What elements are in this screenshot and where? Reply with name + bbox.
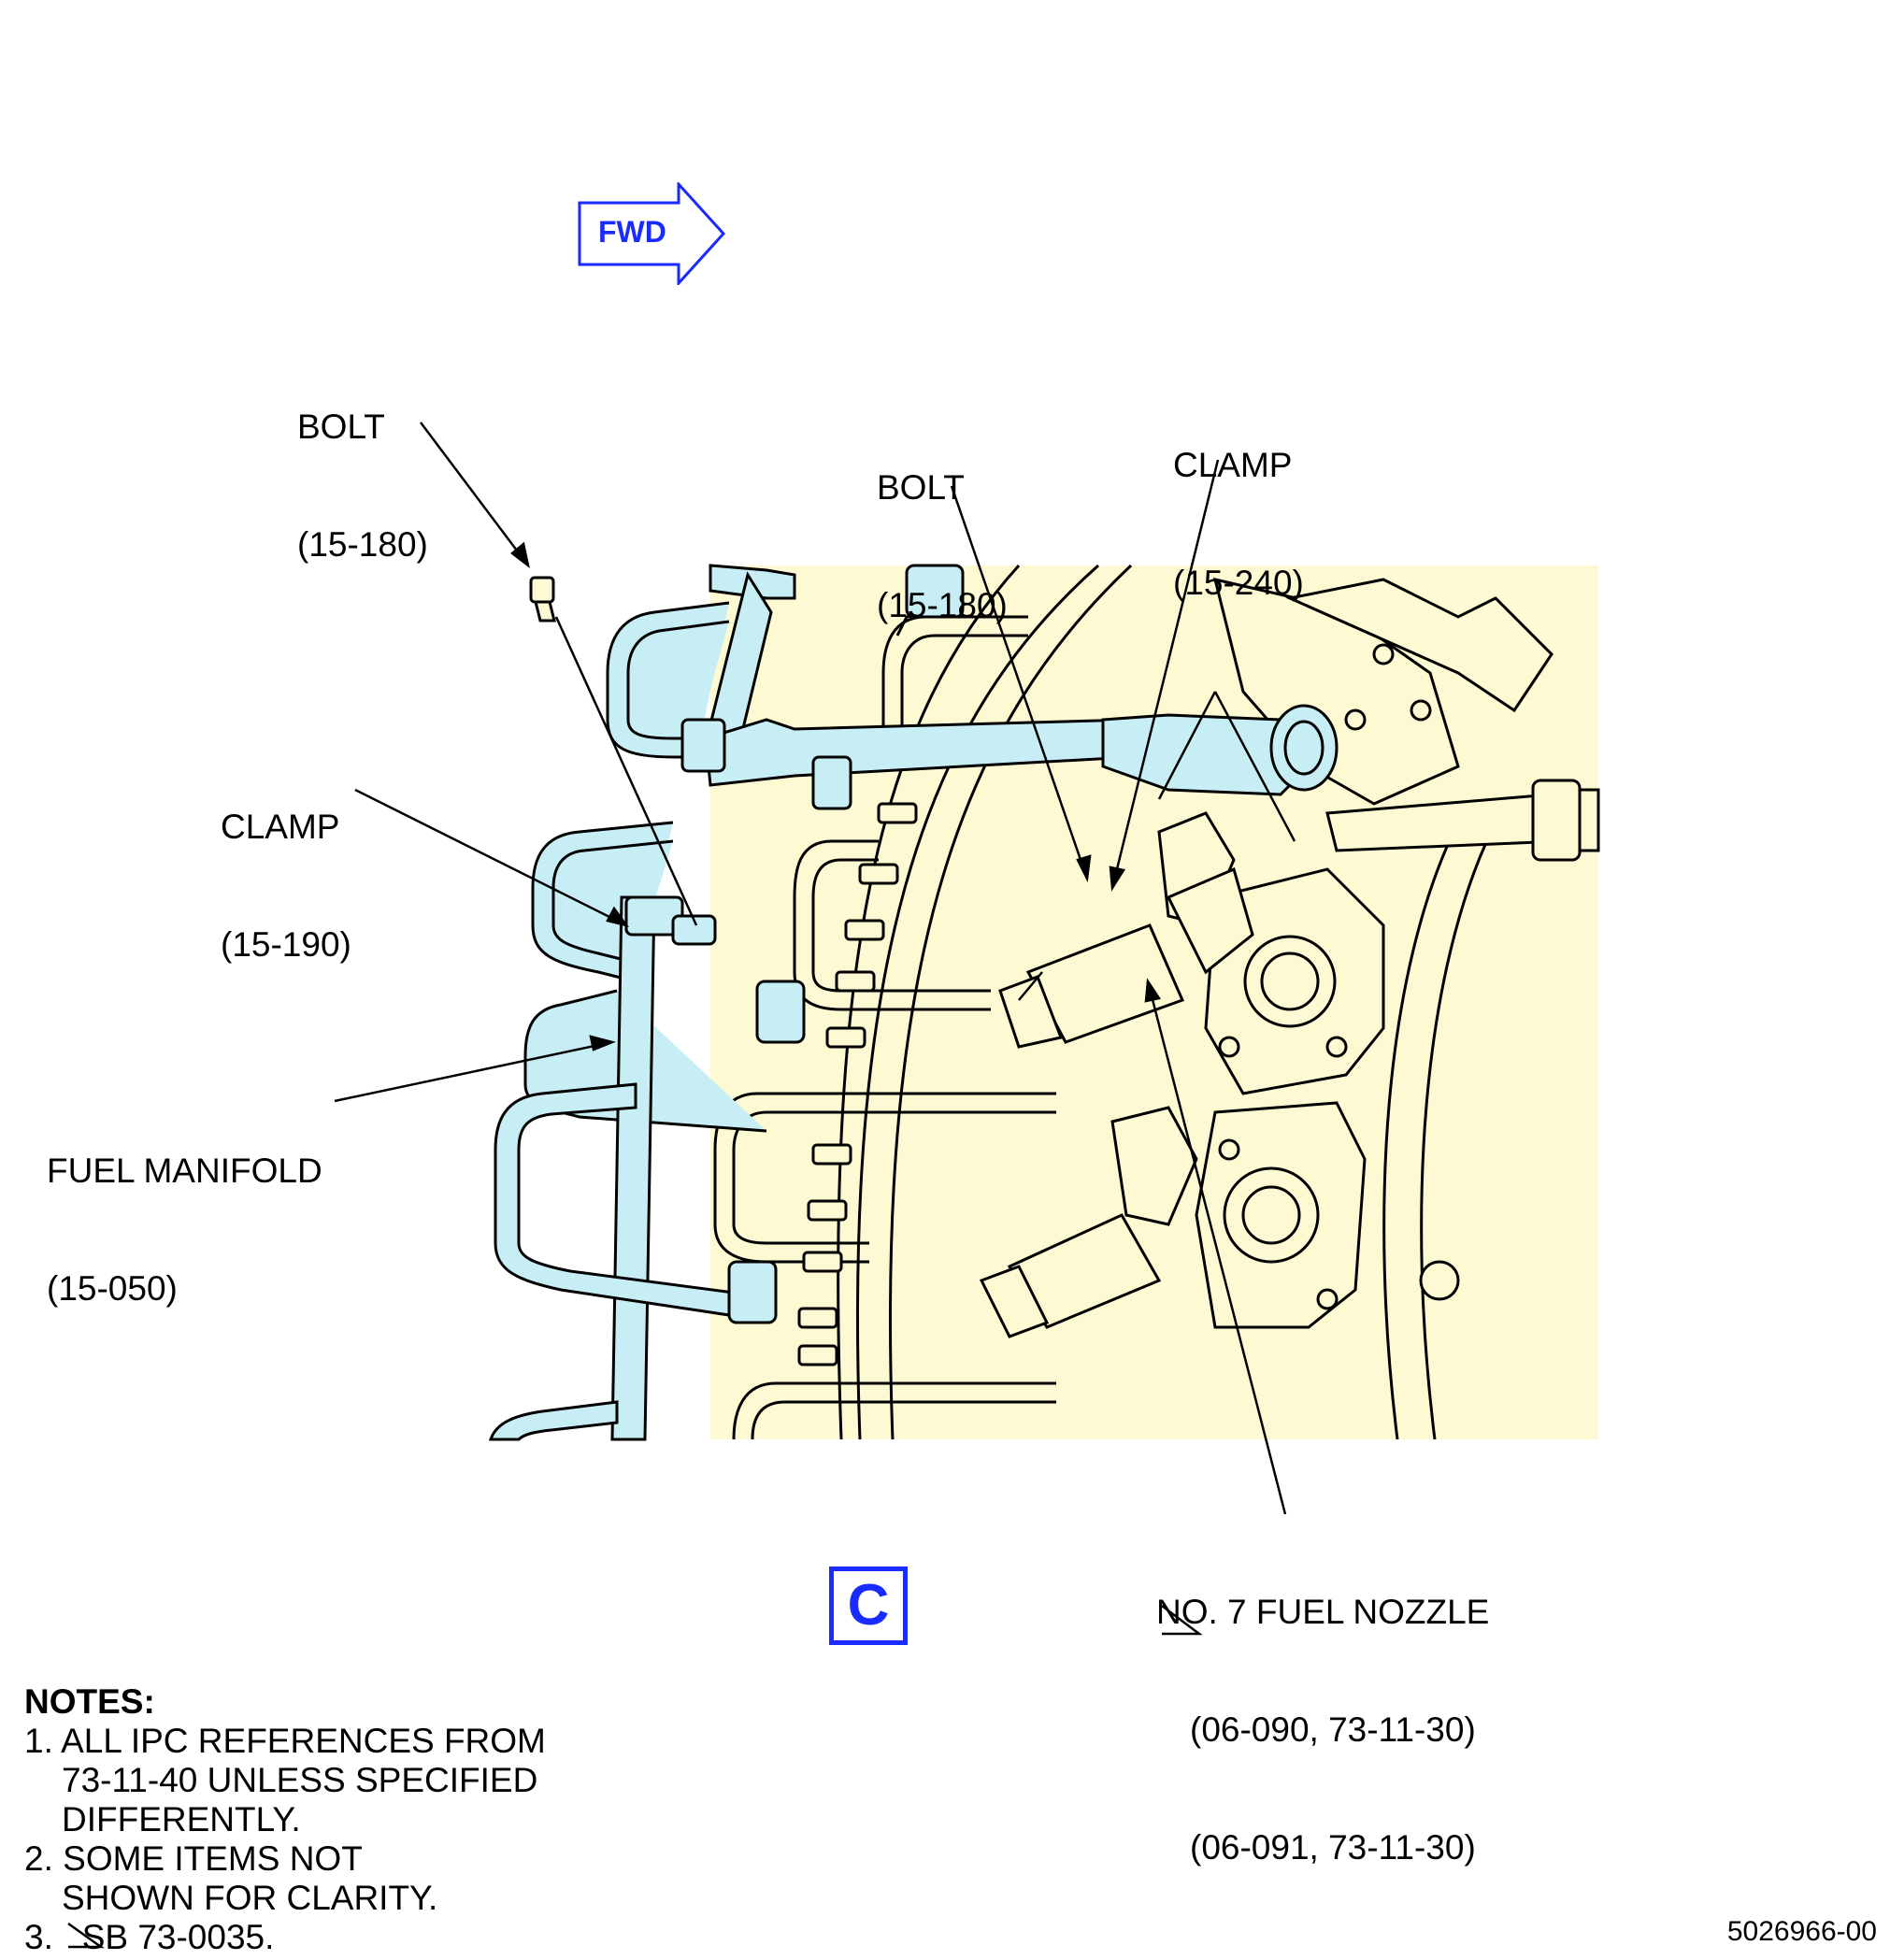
fuel-nozzles [979, 811, 1254, 1338]
callout-fuel-nozzle: NO. 7 FUEL NOZZLE (06-090, 73-11-30) (06… [1156, 1514, 1489, 1907]
callout-fuel-manifold: FUEL MANIFOLD (15-050) [47, 1073, 322, 1348]
fuel-manifold-tubes [488, 564, 1339, 1441]
callout-fuel-manifold-name: FUEL MANIFOLD [47, 1152, 322, 1190]
callout-bolt-center-ref: (15-180) [877, 586, 1008, 624]
callout-bolt-left-name: BOLT [297, 408, 385, 446]
note-2-line-1: 2. SOME ITEMS NOT [24, 1839, 363, 1878]
right-tube [1325, 779, 1600, 862]
mount-bracket [1212, 577, 1554, 806]
callout-fuel-manifold-ref: (15-050) [47, 1269, 178, 1308]
note-1-line-2: 73-11-40 UNLESS SPECIFIED [62, 1761, 538, 1799]
fwd-label: FWD [598, 215, 666, 249]
callout-clamp-top-ref: (15-240) [1173, 564, 1304, 602]
note-2-line-2: SHOWN FOR CLARITY. [62, 1879, 438, 1917]
callout-clamp-left: CLAMP (15-190) [221, 729, 351, 1004]
callout-bolt-center: BOLT (15-180) [877, 390, 1008, 665]
callout-clamp-top: CLAMP (15-240) [1173, 367, 1304, 642]
notes-header: NOTES: [24, 1682, 155, 1721]
fwd-arrow-icon [578, 182, 726, 285]
view-label-box: C [829, 1567, 908, 1645]
note-1-line-1: 1. ALL IPC REFERENCES FROM [24, 1722, 546, 1760]
callout-clamp-left-name: CLAMP [221, 808, 340, 846]
figure-id: 5026966-00 [1726, 1916, 1877, 1947]
callout-clamp-top-name: CLAMP [1173, 446, 1293, 484]
callout-fuel-nozzle-name: NO. 7 FUEL NOZZLE [1156, 1593, 1490, 1631]
callout-bolt-left-ref: (15-180) [297, 525, 428, 564]
notes-block: NOTES: 1. ALL IPC REFERENCES FROM 73-11-… [24, 1682, 546, 1957]
callout-bolt-center-name: BOLT [877, 468, 965, 507]
callout-fuel-nozzle-ref1: (06-090, 73-11-30) [1190, 1710, 1476, 1749]
callout-clamp-left-ref: (15-190) [221, 925, 351, 964]
sb-flags [67, 1605, 1203, 1949]
leader-lines [334, 422, 1296, 1515]
bolt-left [529, 576, 556, 622]
note-1-line-3: DIFFERENTLY. [62, 1800, 301, 1838]
callout-bolt-left: BOLT (15-180) [297, 329, 428, 604]
callout-fuel-nozzle-ref2: (06-091, 73-11-30) [1190, 1828, 1476, 1867]
primary-fuel-tubes [713, 610, 1056, 1440]
note-3: 3. SB 73-0035. [24, 1918, 275, 1956]
